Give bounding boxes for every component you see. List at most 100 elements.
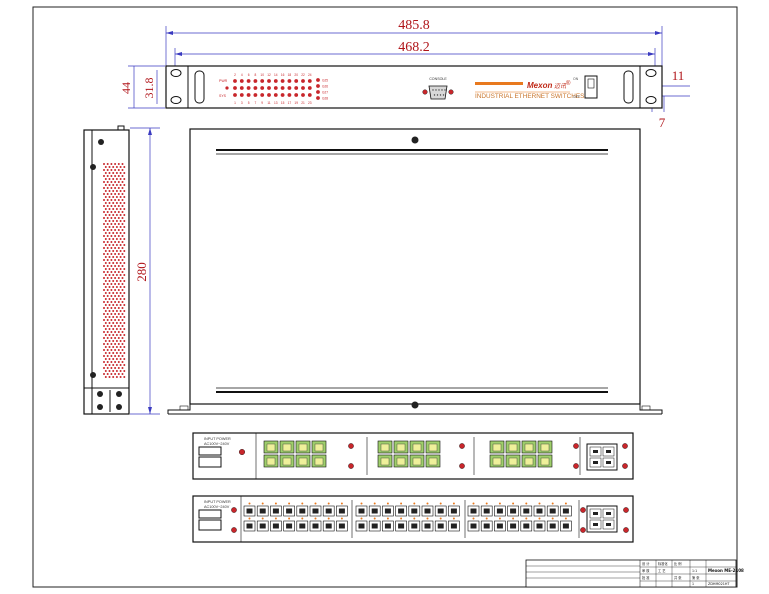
panel-screw [573, 463, 579, 469]
vent-hole [110, 265, 113, 267]
vent-hole [117, 289, 120, 291]
fiber-port-core [437, 523, 444, 529]
panel-screw [348, 443, 354, 449]
panel-screw [231, 527, 237, 533]
vent-hole [121, 355, 124, 357]
rear2-terminal-block [198, 519, 222, 531]
port-led [233, 79, 237, 83]
tb-scale-value: 1:1 [692, 569, 697, 573]
vent-hole [112, 316, 115, 318]
vent-hole [119, 298, 122, 300]
pwr-led [225, 86, 229, 90]
fiber-port-core [272, 508, 279, 514]
fiber-port-core [470, 523, 477, 529]
vent-hole [115, 292, 118, 294]
vent-hole [103, 265, 105, 267]
port-led [301, 86, 305, 90]
vent-hole [119, 310, 122, 312]
fiber-led [327, 502, 330, 505]
vent-hole [112, 196, 115, 198]
vent-hole [114, 265, 117, 267]
led-number-label: 19 [294, 101, 298, 105]
vent-hole [103, 319, 105, 321]
fiber-port-core [523, 523, 530, 529]
dim-total-width: 485.8 [398, 18, 430, 33]
led-number-label: 4 [241, 73, 243, 77]
vent-hole [114, 313, 117, 315]
port-led [267, 93, 271, 97]
vent-hole [114, 235, 117, 237]
vent-hole [121, 217, 124, 219]
console-label: CONSOLE [429, 77, 447, 81]
port-led [294, 79, 299, 83]
fiber-port-core [246, 523, 253, 529]
fiber-port-core [371, 523, 378, 529]
vent-hole [112, 280, 115, 282]
vent-hole [110, 229, 113, 231]
rj45-ports [263, 440, 553, 468]
vent-hole [112, 322, 115, 324]
vent-hole [115, 376, 118, 378]
vent-hole [119, 238, 122, 240]
vent-hole [106, 307, 109, 309]
vent-hole [106, 229, 109, 231]
vent-hole [117, 343, 120, 345]
vent-hole [115, 244, 118, 246]
vent-hole [115, 172, 118, 174]
port-led [294, 86, 299, 90]
vent-hole [123, 172, 126, 174]
vent-hole [106, 319, 109, 321]
vent-hole [117, 259, 120, 261]
vent-hole [121, 223, 124, 225]
vent-hole [117, 187, 120, 189]
side-view [83, 125, 130, 415]
vent-hole [115, 364, 118, 366]
status-led [316, 90, 320, 94]
vent-hole [112, 172, 115, 174]
vent-hole [123, 310, 126, 312]
vent-hole [106, 247, 109, 249]
console-port[interactable] [428, 85, 448, 100]
fiber-port-core [536, 508, 543, 514]
vent-hole [108, 346, 111, 348]
power-switch-rocker [587, 78, 595, 89]
panel-screw [580, 527, 586, 533]
rj45-socket [396, 457, 406, 466]
fiber-port-core [470, 508, 477, 514]
panel-screw [580, 507, 586, 513]
port-led [246, 79, 251, 83]
fiber-led [452, 502, 455, 505]
vent-hole [117, 283, 120, 285]
vent-hole [103, 199, 105, 201]
vent-hole [119, 214, 122, 216]
vent-hole [117, 211, 120, 213]
rear2-power-spec: AC100V~240V [204, 505, 230, 509]
fiber-port-core [562, 508, 569, 514]
status-led-label: G28 [322, 96, 328, 100]
vent-hole [121, 283, 124, 285]
fiber-led [512, 502, 515, 505]
vent-hole [110, 331, 113, 333]
sfp-slot-core [593, 450, 598, 453]
vent-hole [119, 364, 122, 366]
vent-hole [110, 247, 113, 249]
vent-hole [104, 238, 107, 240]
vent-hole [115, 316, 118, 318]
vent-hole [103, 253, 105, 255]
sfp-slot-core [606, 461, 611, 464]
vent-hole [104, 190, 107, 192]
vent-hole [103, 367, 105, 369]
fiber-port-core [411, 508, 418, 514]
vent-hole [123, 220, 126, 222]
status-led-label: G25 [322, 78, 328, 82]
vent-hole [106, 223, 109, 225]
fiber-port-core [272, 523, 279, 529]
tb-model: Mexon ME-2408 [708, 568, 744, 573]
vent-hole [110, 169, 113, 171]
vent-hole [121, 175, 124, 177]
vent-hole [106, 235, 109, 237]
vent-hole [104, 274, 107, 276]
vent-hole [115, 304, 118, 306]
vent-hole [112, 310, 115, 312]
